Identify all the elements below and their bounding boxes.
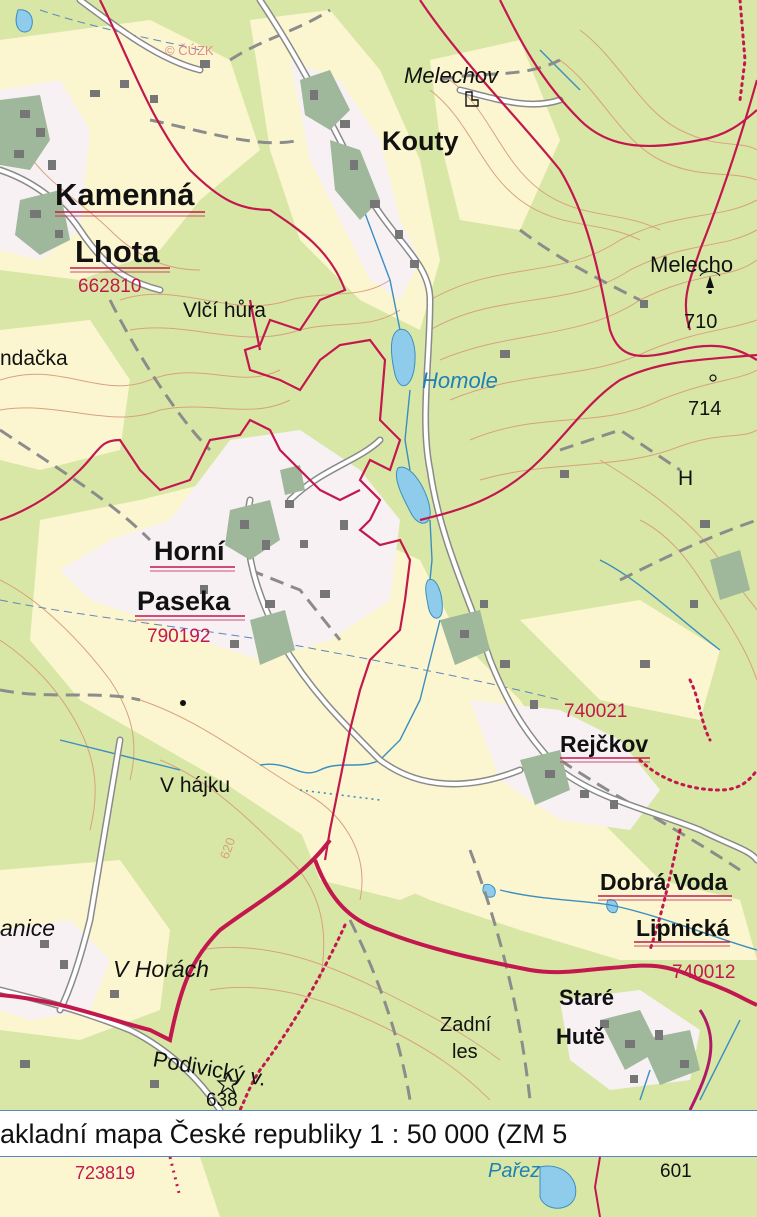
label-code-kamenna: 662810 xyxy=(78,276,141,297)
label-code-723819: 723819 xyxy=(75,1163,135,1183)
boundary-dashed xyxy=(0,9,561,701)
star-point-icon xyxy=(216,1072,240,1095)
ruin-symbol-icon xyxy=(465,91,479,107)
label-melechov-top: Melechov xyxy=(404,63,500,88)
summit-point-icon xyxy=(709,374,717,382)
label-kouty: Kouty xyxy=(382,126,459,156)
label-ndacka: ndačka xyxy=(0,347,68,370)
label-code-rejckov: 740021 xyxy=(564,701,627,722)
violet-border xyxy=(688,1009,713,1110)
map-labels: © ČÚZK Melechov Kouty Kamenná Lhota 6628… xyxy=(0,43,735,1110)
label-stare-2: Hutě xyxy=(556,1024,605,1049)
label-contour-620: 620 xyxy=(217,836,239,862)
label-rejckov: Rejčkov xyxy=(560,731,648,757)
pond-bottom xyxy=(539,1165,577,1209)
field-paths xyxy=(0,8,757,1101)
label-h: H xyxy=(678,467,693,490)
label-elev-601: 601 xyxy=(660,1161,692,1182)
label-dobra-1: Dobrá Voda xyxy=(600,869,728,895)
map-bottom-canvas: 723819 Pařez 601 xyxy=(0,1157,757,1217)
label-elev-710: 710 xyxy=(684,311,717,333)
label-zadni-2: les xyxy=(452,1041,478,1063)
label-kamenna-1: Kamenná xyxy=(55,177,195,212)
transmitter-tower-icon xyxy=(699,271,721,294)
label-v-horach: V Horách xyxy=(113,956,209,982)
dotted-borders xyxy=(238,0,757,1110)
label-parez: Pařez xyxy=(488,1160,540,1182)
map-top-canvas: © ČÚZK Melechov Kouty Kamenná Lhota 6628… xyxy=(0,0,757,1110)
label-zadni-1: Zadní xyxy=(440,1014,492,1036)
map-bottom[interactable]: 723819 Pařez 601 xyxy=(0,1157,757,1217)
caption-bar: akladní mapa České republiky 1 : 50 000 … xyxy=(0,1110,757,1157)
main-border xyxy=(0,838,757,1043)
label-dobra-2: Lipnická xyxy=(636,915,730,941)
map-caption: akladní mapa České republiky 1 : 50 000 … xyxy=(0,1119,568,1149)
label-code-paseka: 790192 xyxy=(147,626,210,647)
label-code-740012: 740012 xyxy=(672,962,735,983)
label-kamenna-2: Lhota xyxy=(75,234,160,269)
label-stare-1: Staré xyxy=(559,985,614,1010)
admin-borders xyxy=(0,0,757,861)
label-horni-2: Paseka xyxy=(137,586,231,616)
ponds xyxy=(15,9,619,914)
open-land-bottom xyxy=(0,1157,220,1217)
label-anice: anice xyxy=(0,915,55,941)
name-underlines xyxy=(55,211,732,947)
border-bottom xyxy=(593,1157,601,1217)
intermittent-stream xyxy=(299,789,381,801)
copyright-label: © ČÚZK xyxy=(165,43,214,58)
buildings xyxy=(14,60,710,1088)
label-horni-1: Horní xyxy=(154,536,226,566)
label-homole: Homole xyxy=(422,368,498,393)
label-melecho-right: Melecho xyxy=(650,252,733,277)
label-vlci-hura: Vlčí hůra xyxy=(183,299,266,322)
label-elev-714: 714 xyxy=(688,398,721,420)
label-elev-638: 638 xyxy=(206,1090,238,1110)
label-v-hajku: V hájku xyxy=(160,774,230,797)
shrine-icon xyxy=(180,700,186,706)
map-top[interactable]: © ČÚZK Melechov Kouty Kamenná Lhota 6628… xyxy=(0,0,757,1110)
